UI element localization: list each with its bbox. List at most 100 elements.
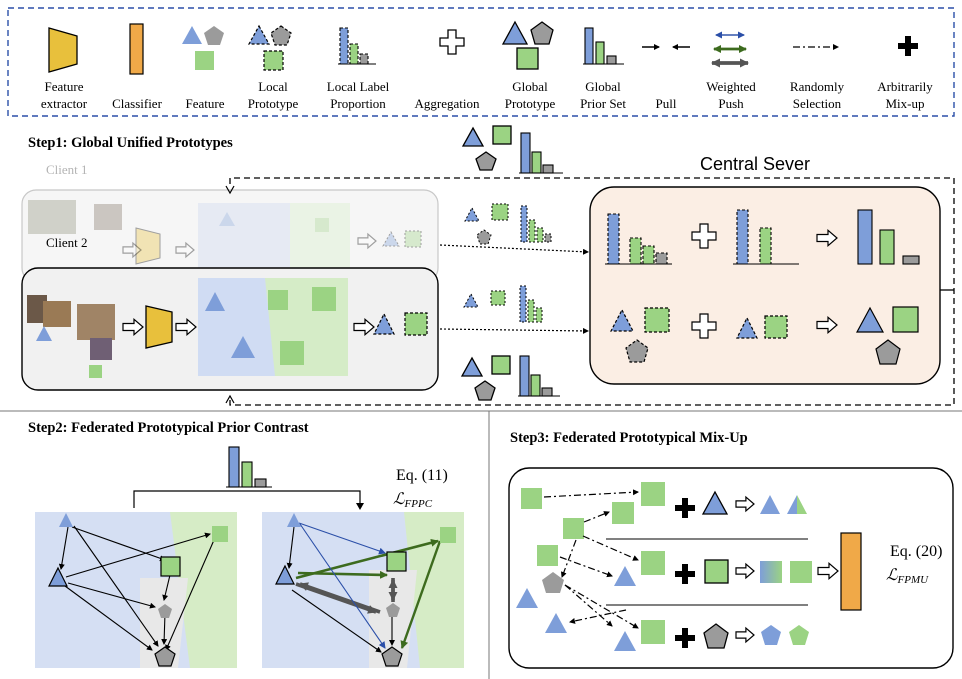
client2-sample-square — [89, 365, 102, 378]
global-prior-bottom — [518, 355, 560, 397]
step3-loss: ℒFPMU — [886, 567, 929, 586]
hollow-arrow-icon — [816, 315, 838, 335]
legend-label-global-prototype: Global — [512, 79, 548, 94]
step3-eq: Eq. (20) — [890, 543, 942, 560]
mixed-pentagon — [789, 625, 809, 645]
legend-label-local-prototype: Prototype — [248, 96, 299, 111]
legend-label-global-prior-set: Prior Set — [580, 96, 626, 111]
feature-triangle — [231, 336, 255, 358]
client2-local-prototypes — [373, 312, 428, 336]
step2-title: Step2: Federated Prototypical Prior Cont… — [28, 420, 309, 436]
client2-label: Client 2 — [46, 235, 88, 250]
mixup-selected-square — [641, 620, 665, 644]
step3-title: Step3: Federated Prototypical Mix-Up — [510, 430, 748, 446]
feature-square — [312, 287, 336, 311]
hollow-arrows-step1 — [122, 232, 377, 337]
hollow-arrow-icon — [175, 317, 197, 337]
server-prototype-row — [610, 306, 919, 365]
legend-label-local-label-proportion: Local Label — [327, 79, 390, 94]
contrast-panel-after — [262, 512, 464, 668]
step2-prior-set — [226, 446, 272, 488]
server-proportion-row — [605, 209, 920, 265]
mixup-selected-square — [641, 482, 665, 506]
step2-bracket — [133, 490, 361, 508]
weighted-push-icon — [711, 31, 749, 68]
legend-label-mixup: Arbitrarily — [877, 79, 933, 94]
mixed-triangle — [787, 495, 807, 514]
legend-label-feature: Feature — [186, 96, 225, 111]
mixup-selected-triangle — [614, 566, 636, 586]
global-prior-set-icon — [583, 27, 624, 65]
legend-label-feature-extractor: Feature — [45, 79, 84, 94]
loop-arrowhead — [225, 394, 235, 404]
legend-label-local-prototype: Local — [258, 79, 288, 94]
legend-label-classifier: Classifier — [112, 96, 162, 111]
hollow-arrow-icon — [816, 228, 838, 248]
anchor-square — [704, 559, 729, 584]
legend-label-local-label-proportion: Proportion — [330, 96, 386, 111]
anchor-triangle — [701, 490, 729, 515]
mixed-square — [760, 561, 782, 583]
hollow-arrows-other — [735, 228, 839, 644]
legend-label-random-selection: Randomly — [790, 79, 845, 94]
step2-eq: Eq. (11) — [396, 467, 448, 484]
step1-title: Step1: Global Unified Prototypes — [28, 135, 233, 151]
client2-sample-triangle — [36, 326, 52, 341]
mixed-triangle — [760, 495, 780, 514]
global-prior-top — [519, 132, 563, 174]
legend-box — [7, 7, 955, 117]
aggregation-icon — [691, 313, 717, 339]
hollow-arrow-icon — [175, 241, 195, 259]
feature-icon — [182, 26, 224, 70]
legend-icons — [48, 20, 918, 75]
legend-label-feature-extractor: extractor — [41, 96, 88, 111]
mixup-plus-signs — [675, 498, 695, 648]
contrast-panel-before — [35, 512, 237, 668]
random-selection-arrows — [543, 489, 639, 629]
hollow-arrow-icon — [353, 317, 375, 337]
upload-arrow — [439, 327, 589, 334]
mixup-icon — [898, 36, 918, 56]
uploaded-client1 — [464, 203, 552, 245]
feature-triangle — [205, 292, 225, 311]
mixup-selected-square — [641, 551, 665, 575]
mixup-selected-square — [612, 502, 634, 524]
global-prototype-bottom — [460, 355, 511, 401]
legend-labels: Feature extractor Classifier Feature LocalPr… — [41, 79, 933, 111]
legend-label-global-prototype: Prototype — [505, 96, 556, 111]
global-prototype-icon — [501, 20, 554, 70]
client2-extractor — [145, 305, 173, 349]
feature-extractor-icon — [48, 27, 78, 73]
local-prototype-icon — [247, 24, 292, 71]
hollow-arrow-icon — [735, 495, 755, 513]
anchor-pentagon — [703, 623, 729, 649]
mixup-selected-triangle — [614, 631, 636, 651]
hollow-arrow-icon — [122, 317, 144, 337]
upload-arrow — [439, 244, 589, 255]
legend-label-pull: Pull — [656, 96, 677, 111]
client2-images — [27, 295, 115, 360]
hollow-arrow-icon — [357, 232, 377, 250]
mixup-source-pool — [516, 488, 584, 633]
hollow-arrow-icon — [122, 241, 142, 259]
broadcast-loop — [229, 177, 955, 406]
legend-label-mixup: Mix-up — [886, 96, 925, 111]
classifier-icon — [129, 23, 144, 75]
mixup-classifier — [840, 532, 862, 611]
legend-label-weighted-push: Weighted — [706, 79, 756, 94]
legend-label-random-selection: Selection — [793, 96, 842, 111]
legend-label-global-prior-set: Global — [585, 79, 621, 94]
feature-square — [280, 341, 304, 365]
client1-label: Client 1 — [46, 162, 88, 177]
hollow-arrow-icon — [735, 626, 755, 644]
loop-arrowhead — [225, 185, 235, 195]
mixed-square — [790, 561, 812, 583]
aggregation-icon — [439, 29, 465, 55]
central-server-panel — [589, 186, 941, 385]
hollow-arrow-icon — [735, 562, 755, 580]
legend-label-weighted-push: Push — [718, 96, 744, 111]
legend-label-aggregation: Aggregation — [415, 96, 480, 111]
local-label-proportion-icon — [338, 27, 376, 65]
mixed-pentagon — [761, 625, 781, 645]
feature-square — [268, 290, 288, 310]
